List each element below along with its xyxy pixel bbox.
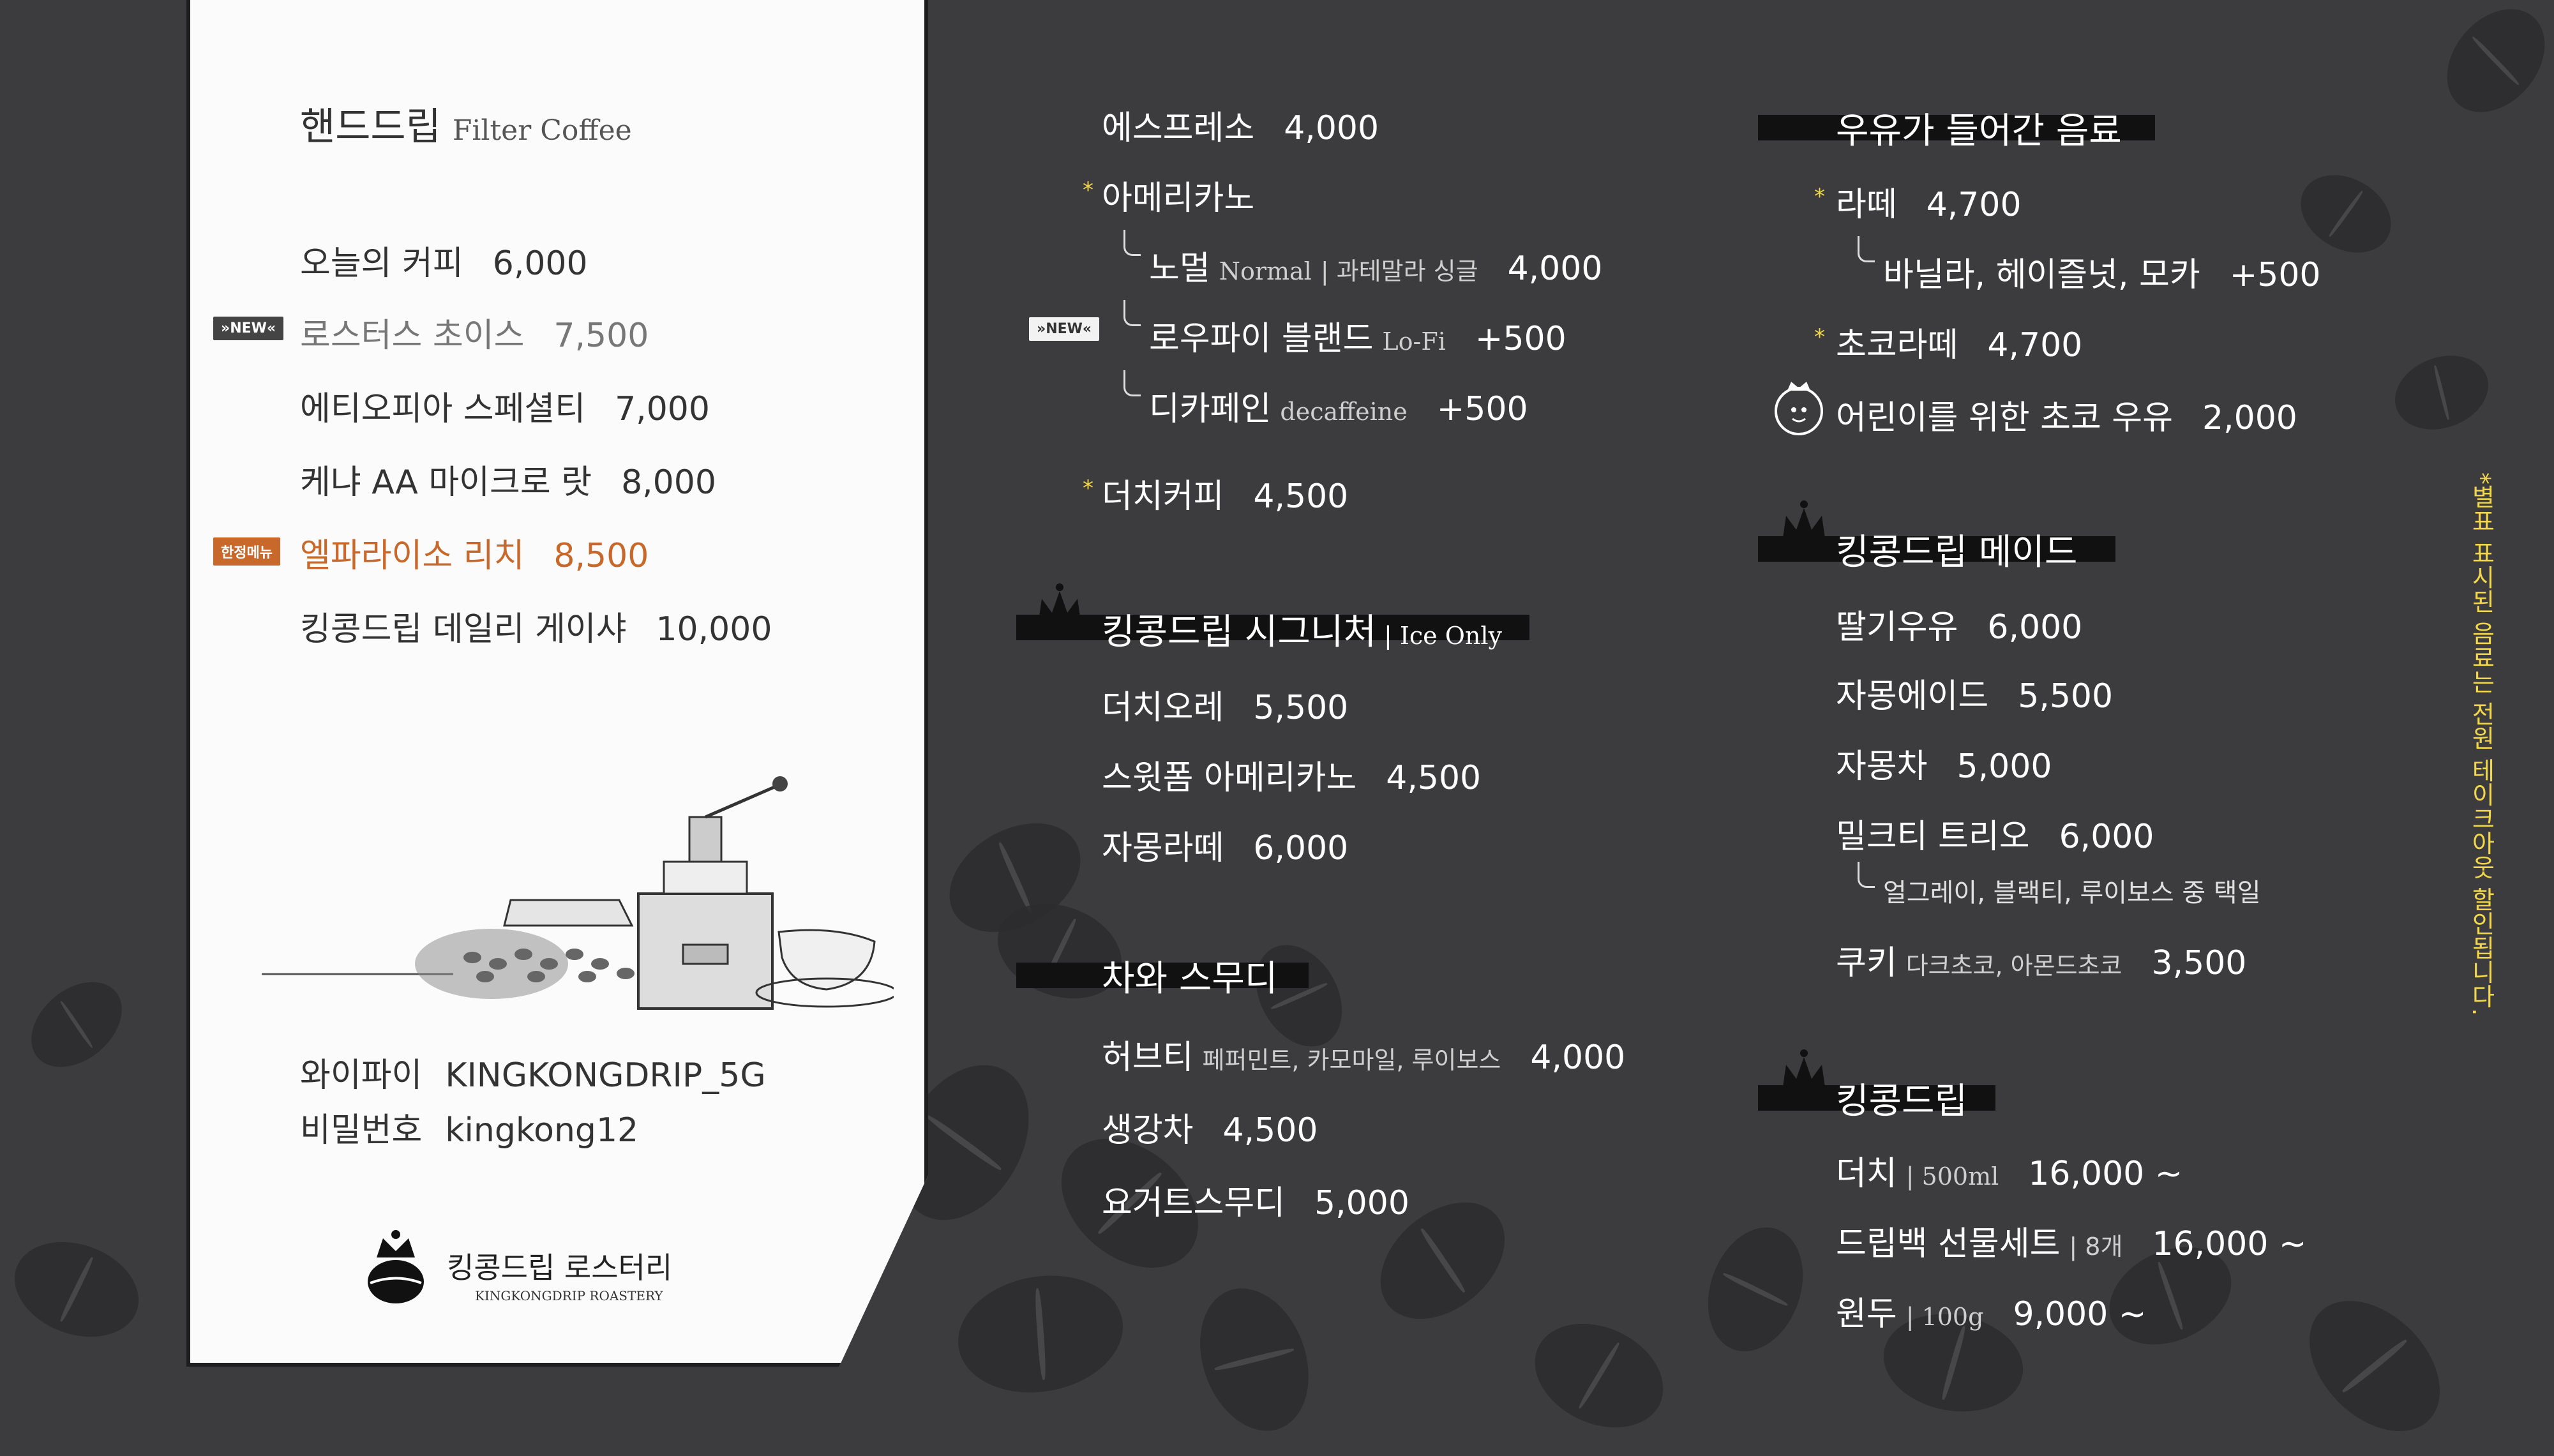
header-bar [1016, 963, 1309, 988]
star-mark: * [1814, 324, 1825, 350]
header-bar [1758, 115, 2155, 140]
coffee-grinder-illustration [262, 776, 894, 1010]
sub-item-marker [1858, 862, 1875, 888]
header-bar [1758, 536, 2115, 562]
menu-item: 바닐라, 헤이즐넛, 모카+500 [1883, 256, 2321, 294]
filter-coffee-panel [186, 0, 928, 1367]
kingkong-logo-icon [368, 1230, 424, 1303]
limited-badge: 한정메뉴 [213, 537, 280, 566]
sub-item-marker [1123, 230, 1141, 256]
logo-subtitle: KINGKONGDRIP ROASTERY [475, 1288, 663, 1303]
menu-item-note: 얼그레이, 블랙티, 루이보스 중 택일 [1883, 878, 2261, 908]
header-bar [1758, 1085, 1995, 1111]
section-title-signature: 킹콩드립 시그니처| Ice Only [1102, 612, 1502, 653]
section-title-made: 킹콩드립 메이드 [1836, 532, 2078, 573]
crown-icon [1782, 500, 1826, 543]
menu-item: 아메리카노 [1102, 179, 1255, 218]
new-badge: »NEW« [1029, 317, 1100, 341]
kids-chocolate-icon [1775, 382, 1823, 435]
section-title-tea: 차와 스무디 [1102, 958, 1278, 1000]
section-title-milk: 우유가 들어간 음료 [1836, 110, 2122, 152]
star-mark: * [1083, 476, 1093, 501]
takeout-discount-note: *별표 표시된 음료는 전원 테이크아웃 할인됩니다. [2467, 472, 2495, 1016]
star-mark: * [1083, 177, 1093, 203]
star-mark: * [1814, 184, 1825, 209]
sub-item-marker [1123, 300, 1141, 326]
header-bar [1016, 615, 1529, 640]
sub-item-marker [1858, 236, 1875, 262]
logo-name: 킹콩드립 로스터리 [447, 1250, 673, 1285]
section-title-drip: 킹콩드립 [1836, 1081, 1968, 1122]
new-badge: »NEW« [213, 317, 284, 340]
crown-icon [1782, 1049, 1826, 1092]
sub-item-marker [1123, 370, 1141, 396]
